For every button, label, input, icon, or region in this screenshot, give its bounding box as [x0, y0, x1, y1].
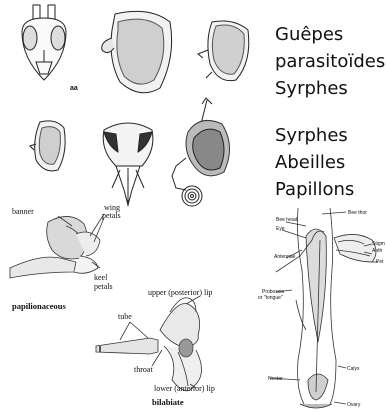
lower-lip-label: lower (anterior) lip [154, 384, 215, 393]
papilionaceous-flower-drawing [10, 214, 104, 278]
bee-head-label: Bee head [276, 217, 297, 223]
bilabiate-flower-drawing [96, 296, 202, 391]
anther-label: Anth [372, 248, 382, 254]
papilionaceous-caption: papilionaceous [12, 301, 66, 311]
tongue-label: or "tongue" [258, 295, 283, 301]
eye-label: Eye [276, 226, 285, 232]
flower-cross-section-drawing [270, 208, 378, 408]
throat-label: throat [134, 365, 153, 374]
wing-petals-label: petals [102, 211, 121, 220]
calyx-label: Calyx [347, 366, 360, 372]
keel-label: keel [94, 273, 107, 282]
antennae-label: Antennae [274, 254, 295, 260]
petal-label: Pet [376, 259, 384, 265]
keel-petals-label: petals [94, 282, 113, 291]
nectar-label: Nectar [268, 376, 283, 382]
ovary-label: Ovary [347, 402, 360, 408]
stigma-label: Stigm [372, 241, 385, 247]
tube-label: tube [118, 312, 132, 321]
bilabiate-caption: bilabiate [152, 397, 184, 407]
bee-thorax-label: Bee thor [348, 210, 367, 216]
upper-lip-label: upper (posterior) lip [148, 288, 212, 297]
banner-label: banner [12, 207, 34, 216]
